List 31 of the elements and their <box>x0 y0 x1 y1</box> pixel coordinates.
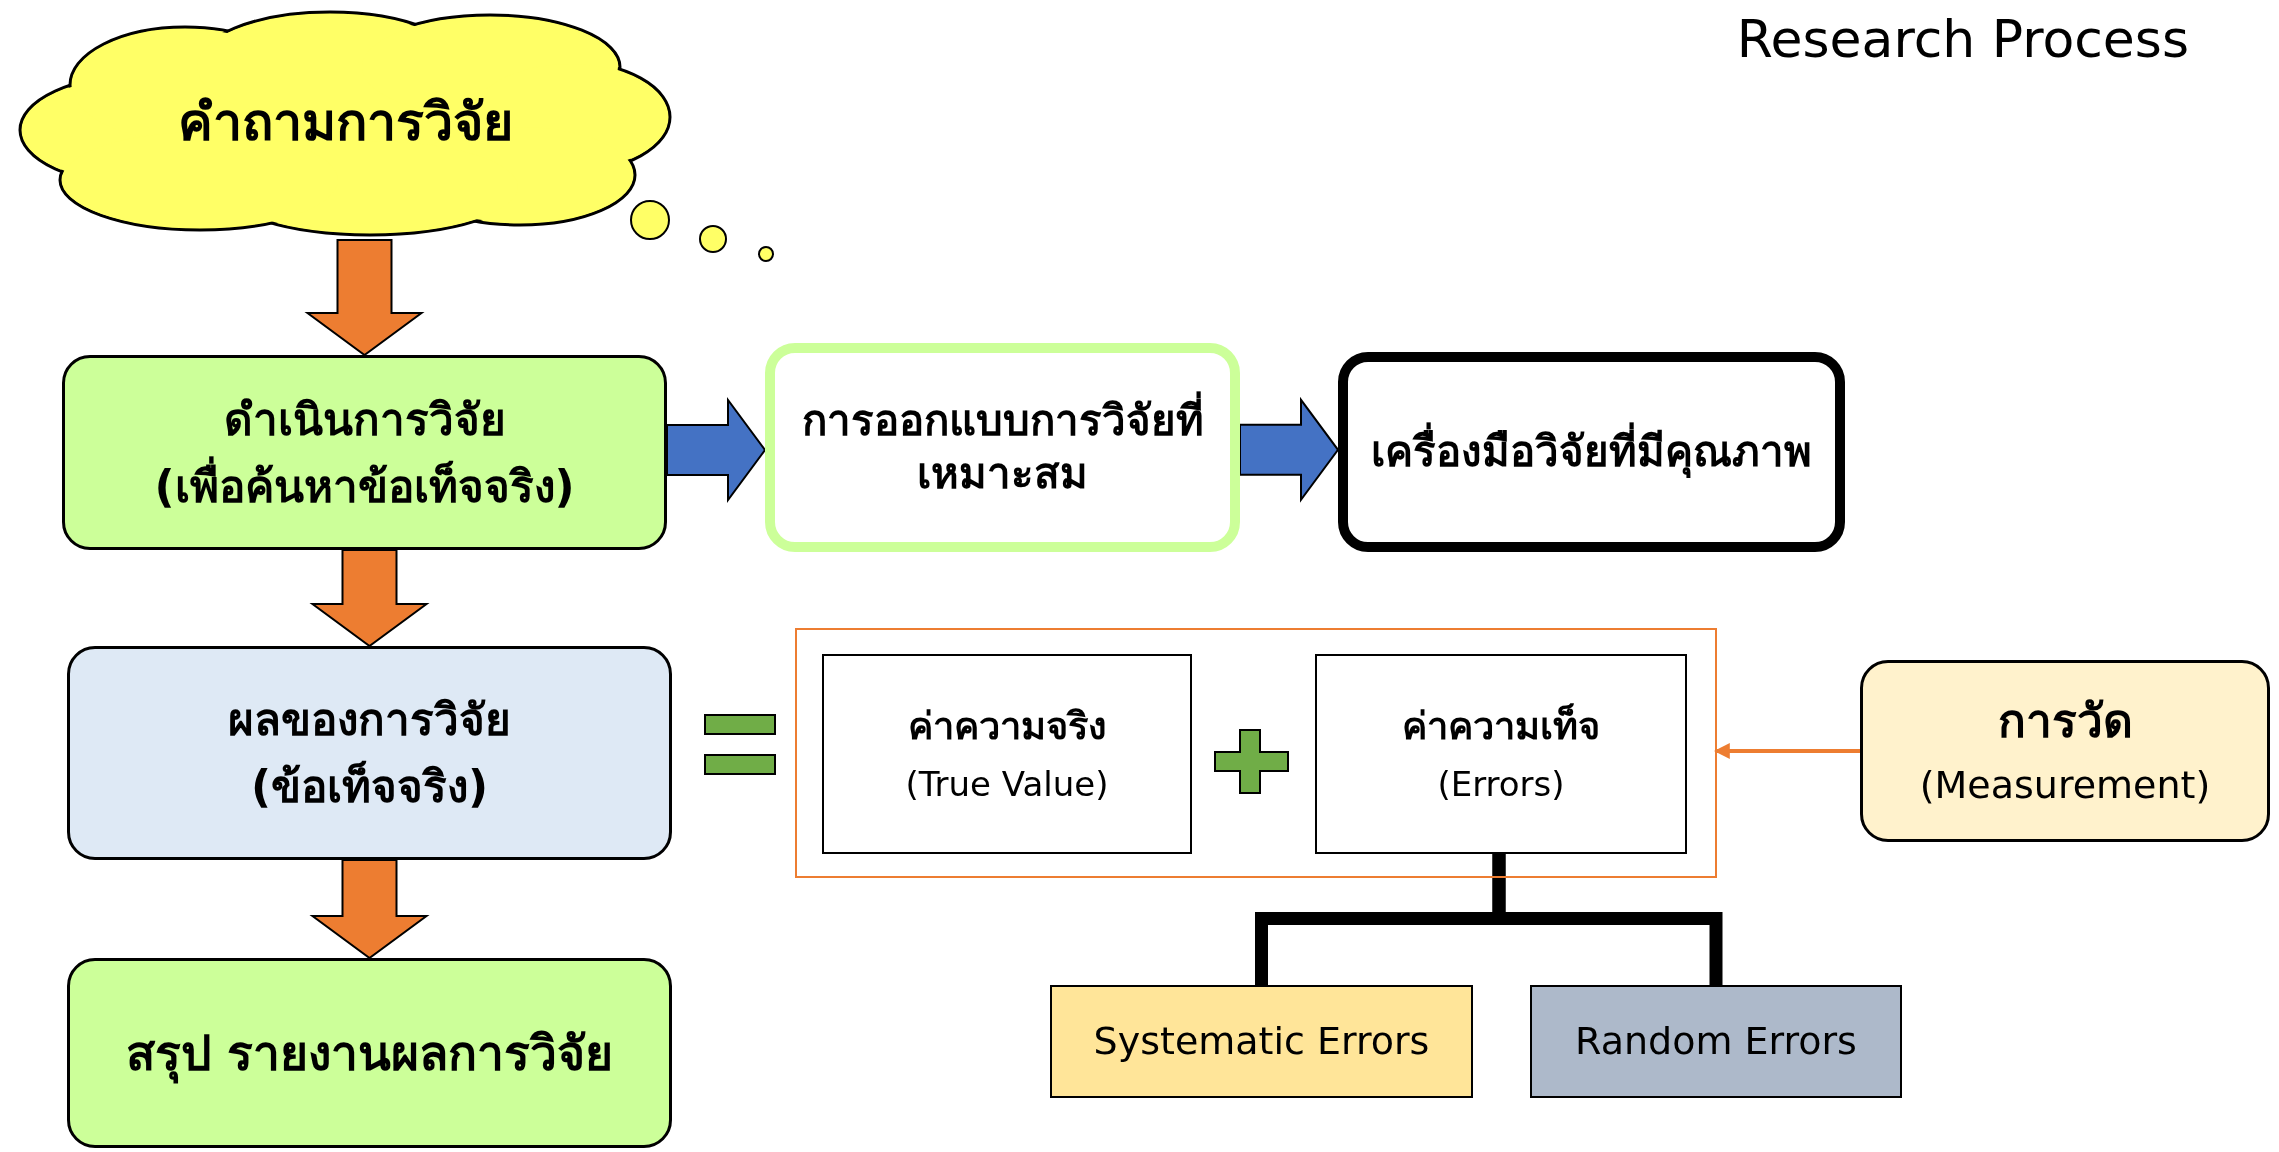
node-title: Systematic Errors <box>1093 1017 1430 1065</box>
block-arrow <box>309 859 430 960</box>
block-arrow <box>304 239 425 357</box>
result-box <box>67 646 672 860</box>
node-title: Random Errors <box>1575 1017 1857 1065</box>
value-box <box>822 654 1192 854</box>
node-subtitle: (Errors) <box>1437 762 1565 805</box>
node-title: ดำเนินการวิจัย <box>223 392 506 447</box>
title: Research Process <box>1736 8 2189 71</box>
node-title: คำถามการวิจัย <box>177 91 513 154</box>
value-box <box>1315 654 1687 854</box>
node-title: ค่าความเท็จ <box>1402 703 1600 750</box>
node-title: ค่าความจริง <box>907 703 1107 750</box>
block-arrow <box>309 549 430 648</box>
process-box <box>67 958 672 1148</box>
node-title: สรุป รายงานผลการวิจัย <box>125 1023 614 1083</box>
node-title: ผลของการวิจัย <box>228 693 511 747</box>
block-arrow <box>1239 396 1340 503</box>
group-frame <box>795 628 1717 878</box>
process-box <box>1860 660 2270 842</box>
process-box <box>1338 352 1845 552</box>
process-box <box>765 343 1240 552</box>
node-subtitle: (ข้อเท็จจริง) <box>250 759 489 814</box>
node-subtitle: (เพื่อค้นหาข้อเท็จจริง) <box>154 458 575 514</box>
category-box <box>1050 985 1473 1098</box>
category-box <box>1530 985 1902 1098</box>
node-subtitle: (True Value) <box>905 762 1109 805</box>
node-subtitle: (Measurement) <box>1919 762 2211 809</box>
node-title: การวัด <box>1997 692 2133 750</box>
block-arrow <box>666 396 767 504</box>
process-box <box>62 355 667 550</box>
